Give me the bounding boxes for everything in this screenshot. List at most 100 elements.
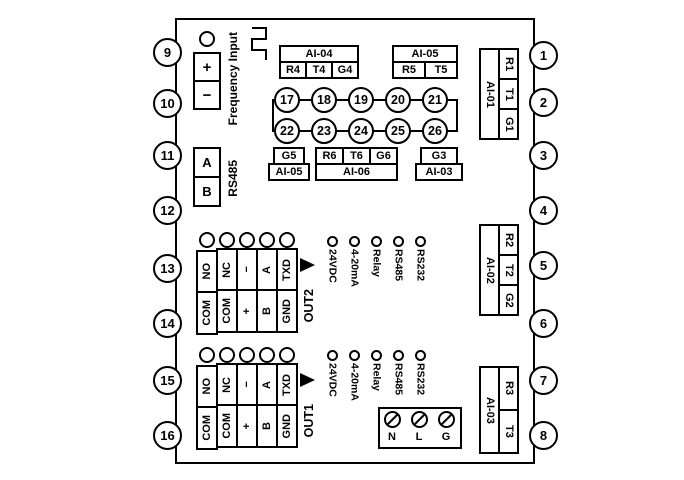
- out2-terminal-block: NO NC − A TXD COM COM + B GND: [196, 248, 298, 335]
- terminal-20: 20: [385, 87, 411, 113]
- ai03-mid-label: AI-03: [415, 163, 463, 181]
- terminal-cell-minus: −: [236, 363, 258, 406]
- ai03-cells: R3 T3: [498, 366, 519, 454]
- terminal-cell-com: COM: [216, 289, 238, 333]
- out2-option-rs232: RS232: [413, 236, 428, 281]
- cell-text: NC: [220, 376, 233, 393]
- cell-text: T2: [503, 263, 515, 277]
- ai01-label: AI-01: [479, 48, 500, 140]
- cell-text: T1: [503, 87, 515, 101]
- ai01-label-text: AI-01: [484, 80, 496, 108]
- out2-screw-icon: [279, 232, 295, 248]
- terminal-cell-b: B: [256, 289, 278, 333]
- out2-row-bottom: COM COM + B GND: [196, 289, 298, 335]
- option-label: RS485: [392, 249, 405, 282]
- terminal-cell-txd: TXD: [276, 363, 298, 406]
- terminal-cell-g4: G4: [331, 61, 359, 79]
- option-circle-icon: [415, 236, 426, 247]
- terminal-cell-minus: −: [193, 80, 221, 110]
- frequency-input-terminals: + −: [193, 52, 221, 110]
- option-label: Relay: [370, 363, 383, 392]
- terminal-9: 9: [153, 38, 182, 67]
- cell-text: A: [260, 380, 273, 389]
- out2-screw-icon: [219, 232, 235, 248]
- ai03-label: AI-03: [479, 366, 500, 454]
- ai06-label: AI-06: [315, 163, 398, 181]
- cell-text: +: [240, 422, 253, 430]
- cell-text: TXD: [280, 373, 293, 396]
- terminal-22: 22: [274, 118, 300, 144]
- out1-row-top: NO NC − A TXD: [196, 363, 298, 408]
- terminal-23: 23: [311, 118, 337, 144]
- cell-text: +: [240, 307, 253, 315]
- ai01-cells: R1 T1 G1: [498, 48, 519, 140]
- out1-screw-icon: [199, 347, 215, 363]
- power-screw-l-icon: [410, 410, 429, 429]
- out2-label-text: OUT2: [301, 289, 316, 323]
- terminal-cell-no: NO: [196, 365, 218, 408]
- terminal-21: 21: [422, 87, 448, 113]
- ai05-top-cells: R5 T5: [392, 61, 458, 79]
- cell-text: R2: [503, 232, 515, 248]
- option-circle-icon: [393, 350, 404, 361]
- terminal-cell-r4: R4: [279, 61, 307, 79]
- frequency-input-label: Frequency Input: [223, 20, 243, 138]
- option-circle-icon: [371, 236, 382, 247]
- terminal-7: 7: [529, 366, 558, 395]
- terminal-26: 26: [422, 118, 448, 144]
- terminal-cell-no: NO: [196, 250, 218, 293]
- cell-text: COM: [220, 413, 233, 439]
- cell-text: G2: [503, 292, 515, 308]
- terminal-cell-nc: NC: [216, 363, 238, 406]
- out1-label: OUT1: [300, 395, 317, 447]
- terminal-cell-txd: TXD: [276, 248, 298, 291]
- terminal-cell-t3: T3: [498, 409, 519, 454]
- power-label-g: G: [441, 431, 451, 443]
- terminal-cell-a: A: [193, 147, 221, 178]
- ai05-mid-label: AI-05: [268, 163, 310, 181]
- terminal-cell-t1: T1: [498, 78, 519, 110]
- out1-row-bottom: COM COM + B GND: [196, 404, 298, 450]
- terminal-cell-gnd: GND: [276, 289, 298, 333]
- ai02-label-text: AI-02: [484, 256, 496, 284]
- terminal-cell-com: COM: [216, 404, 238, 448]
- cell-text: −: [240, 381, 253, 388]
- terminal-17: 17: [274, 87, 300, 113]
- option-circle-icon: [393, 236, 404, 247]
- option-circle-icon: [327, 350, 338, 361]
- terminal-25: 25: [385, 118, 411, 144]
- terminal-cell-t5: T5: [424, 61, 458, 79]
- cell-text: GND: [280, 413, 293, 439]
- cell-text: R1: [503, 56, 515, 72]
- terminal-cell-gnd: GND: [276, 404, 298, 448]
- terminal-6: 6: [529, 309, 558, 338]
- terminal-cell-b: B: [256, 404, 278, 448]
- terminal-cell-plus: +: [193, 52, 221, 82]
- terminal-cell-a: A: [256, 363, 278, 406]
- out1-screw-icon: [259, 347, 275, 363]
- ai03-label-text: AI-03: [484, 396, 496, 424]
- out2-option-4-20ma: 4-20mA: [347, 236, 362, 287]
- out2-screw-icon: [259, 232, 275, 248]
- out2-row-top: NO NC − A TXD: [196, 248, 298, 293]
- power-screw-n-icon: [383, 410, 402, 429]
- out1-option-24vdc: 24VDC: [325, 350, 340, 397]
- cell-text: R3: [503, 381, 515, 396]
- option-label: Relay: [370, 249, 383, 278]
- out1-option-relay: Relay: [369, 350, 384, 391]
- terminal-4: 4: [529, 196, 558, 225]
- terminal-cell-a: A: [256, 248, 278, 291]
- out2-option-24vdc: 24VDC: [325, 236, 340, 283]
- terminal-cell-plus: +: [236, 404, 258, 448]
- cell-text: COM: [200, 300, 213, 326]
- out2-screw-icon: [199, 232, 215, 248]
- out1-terminal-block: NO NC − A TXD COM COM + B GND: [196, 363, 298, 450]
- terminal-cell-g2: G2: [498, 284, 519, 316]
- terminal-cell-r3: R3: [498, 366, 519, 411]
- wire-left-link: [272, 99, 274, 132]
- terminal-5: 5: [529, 251, 558, 280]
- terminal-cell-minus: −: [236, 248, 258, 291]
- option-label: 24VDC: [326, 249, 339, 283]
- frequency-input-label-text: Frequency Input: [226, 32, 240, 126]
- out1-screw-icon: [239, 347, 255, 363]
